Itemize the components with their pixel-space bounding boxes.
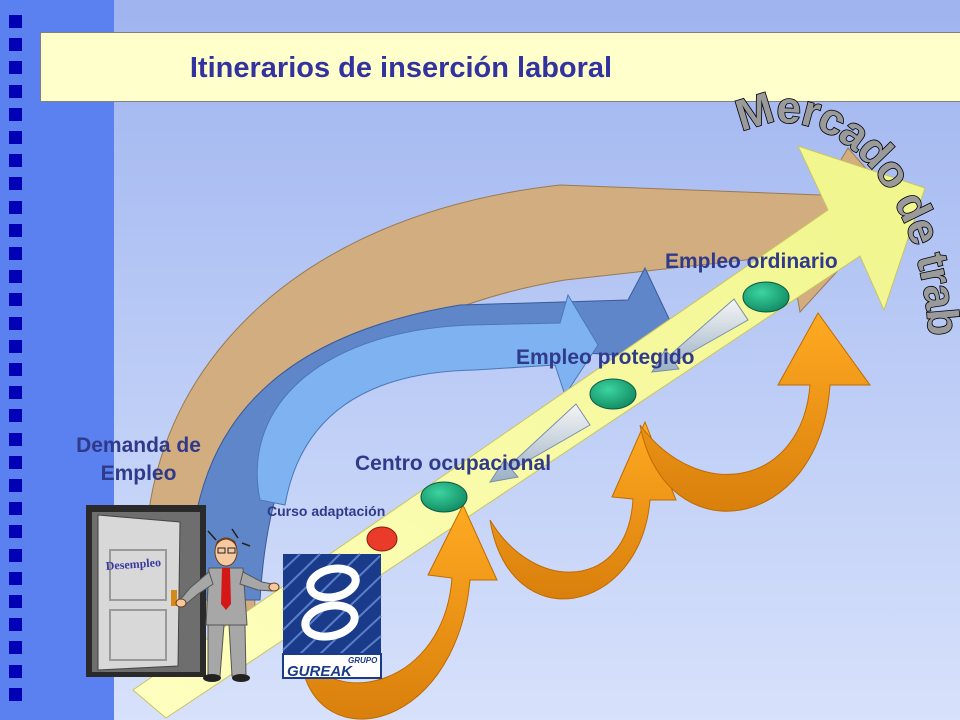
bullet-square <box>9 641 22 655</box>
stage-node-ordinary <box>742 281 790 313</box>
gureak-logo: GRUPO GUREAK <box>282 553 382 680</box>
bullet-square <box>9 339 22 353</box>
bullet-square <box>9 502 22 516</box>
bullet-square <box>9 571 22 585</box>
bullet-square <box>9 386 22 400</box>
label-curso-adaptacion: Curso adaptación <box>267 503 386 519</box>
bullet-square <box>9 293 22 307</box>
pointer-pole-2 <box>651 298 749 373</box>
bullet-square <box>9 131 22 144</box>
label-empleo-ordinario: Empleo ordinario <box>665 250 838 273</box>
unemployed-man-figure <box>175 528 280 682</box>
unemployment-door: Desempleo <box>86 505 206 677</box>
bullet-square <box>9 200 22 214</box>
title-box: Itinerarios de inserción laboral <box>40 32 960 102</box>
stage-node-occupational <box>420 481 468 513</box>
pointer-poles <box>488 298 749 483</box>
bullet-square <box>9 177 22 191</box>
small-arc-arrow <box>256 293 599 506</box>
bullet-square <box>9 316 22 330</box>
bullet-square <box>9 664 22 678</box>
bullet-square <box>9 548 22 562</box>
bullet-square <box>9 525 22 539</box>
bullet-square <box>9 479 22 492</box>
orange-loop-arrow-1 <box>299 503 498 720</box>
bullet-square <box>9 618 22 632</box>
bullet-square <box>9 432 22 446</box>
bullet-square <box>9 247 22 260</box>
bullet-square <box>9 223 22 237</box>
bullet-square <box>9 363 22 376</box>
label-centro-ocupacional: Centro ocupacional <box>355 452 552 475</box>
bullet-square <box>9 687 22 701</box>
bullet-square <box>9 154 22 168</box>
bullet-square <box>9 409 22 423</box>
bullet-square <box>9 84 22 98</box>
orange-loop-arrows <box>299 312 871 720</box>
logo-brand-text: GUREAK <box>287 663 353 680</box>
bullet-square <box>9 455 22 469</box>
course-node <box>366 526 398 552</box>
orange-loop-arrow-3 <box>639 312 871 512</box>
label-demanda-empleo: Demanda de Empleo <box>76 434 201 485</box>
door-sign-text: Desempleo <box>105 555 161 573</box>
bullet-square <box>9 38 22 52</box>
orange-loop-arrow-2 <box>489 420 677 600</box>
logo-group-text: GRUPO <box>348 656 378 665</box>
label-empleo-protegido: Empleo protegido <box>516 346 695 369</box>
bullet-square <box>9 15 22 28</box>
bullet-square <box>9 595 22 608</box>
bullet-square <box>9 270 22 284</box>
pointer-pole-1 <box>488 403 591 483</box>
page-title: Itinerarios de inserción laboral <box>189 52 613 84</box>
bullet-square <box>9 61 22 75</box>
bullet-square <box>9 107 22 121</box>
stage-node-protected <box>589 378 637 410</box>
